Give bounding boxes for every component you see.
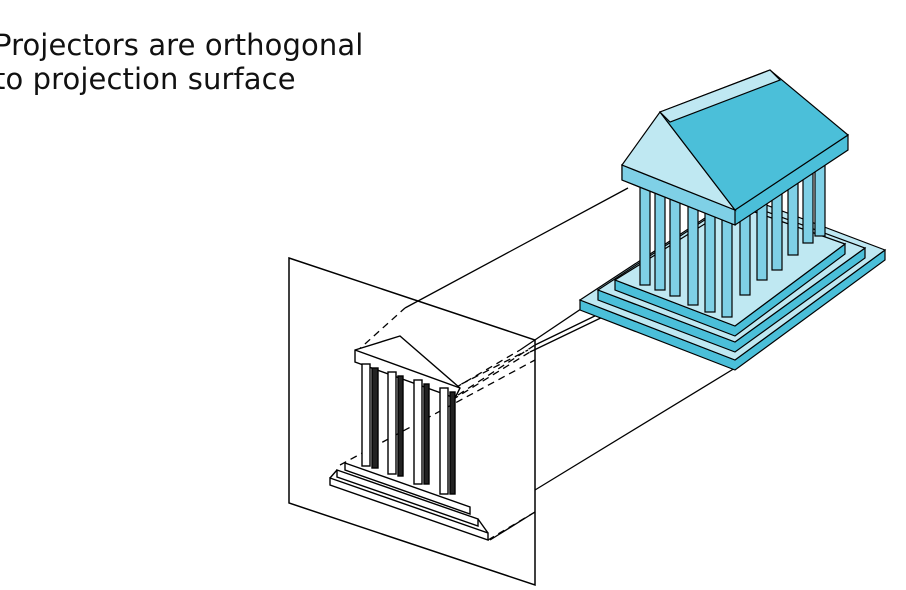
temple-columns [639,157,826,318]
temple-3d [578,69,887,371]
caption-line-1: Projectors are orthogonal [0,28,364,62]
projected-temple [329,335,489,541]
caption: Projectors are orthogonal to projection … [0,28,434,96]
projected-columns [361,363,456,495]
projection-plane [288,256,536,587]
caption-line-2: to projection surface [0,62,296,96]
